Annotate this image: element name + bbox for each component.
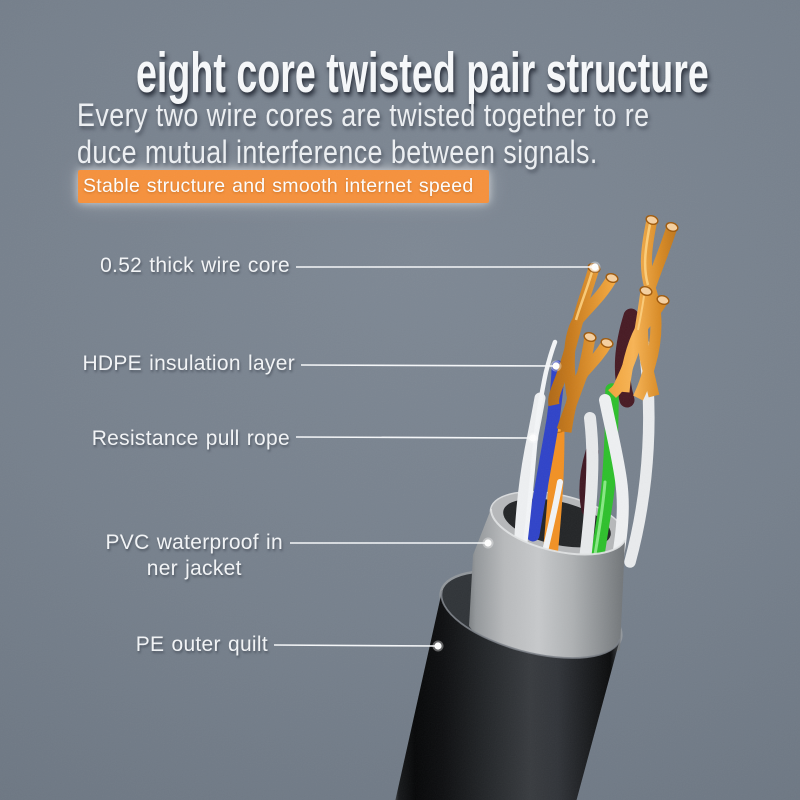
subtitle-line-2: duce mutual interference between signals…	[77, 134, 598, 170]
callout-label-pvc-line-2: ner jacket	[146, 557, 242, 580]
callout-line-4	[273, 640, 444, 652]
callout-label-pvc-inner-jacket: PVC waterproof in ner jacket	[105, 530, 283, 582]
callout-line-2	[295, 432, 539, 444]
subtitle: Every two wire cores are twisted togethe…	[77, 97, 649, 171]
callout-label-pvc-line-1: PVC waterproof in	[105, 531, 283, 554]
callout-label-pe-outer: PE outer quilt	[135, 633, 268, 656]
callout-label-wire-core: 0.52 thick wire core	[100, 254, 290, 277]
callout-label-hdpe-insulation: HDPE insulation layer	[82, 352, 295, 375]
callout-line-0	[296, 261, 601, 273]
callout-line-3	[290, 537, 494, 549]
subtitle-line-1: Every two wire cores are twisted togethe…	[77, 97, 650, 133]
callout-label-pull-rope: Resistance pull rope	[91, 427, 290, 450]
callout-line-1	[300, 360, 562, 372]
feature-badge: Stable structure and smooth internet spe…	[78, 170, 489, 203]
